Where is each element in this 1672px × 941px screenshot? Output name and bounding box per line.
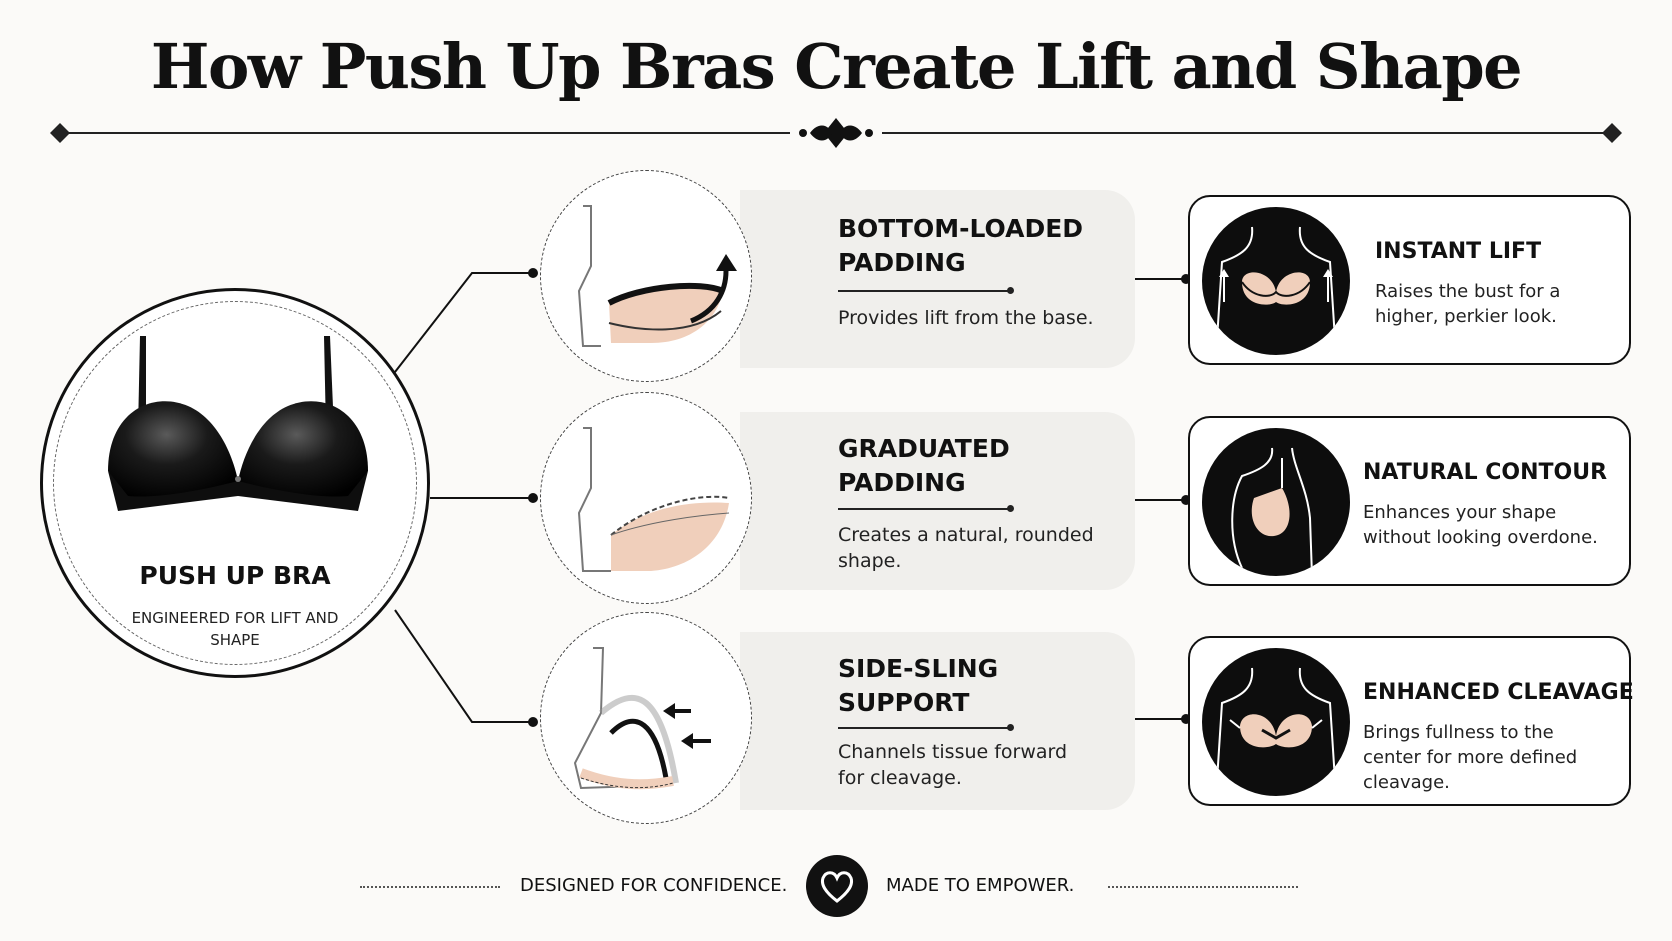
feature-rule bbox=[838, 505, 1014, 512]
benefit-desc-instant-lift: Raises the bust for a higher, perkier lo… bbox=[1375, 281, 1561, 327]
benefit-connectors bbox=[1135, 278, 1188, 720]
footer-dotted-rule-left bbox=[360, 886, 500, 888]
product-circle-inner-ring bbox=[53, 301, 417, 665]
feature-circle-bottom-loaded bbox=[540, 170, 752, 382]
feature-title-side-sling: SIDE-SLING SUPPORT bbox=[838, 654, 999, 717]
feature-rule bbox=[838, 724, 1014, 731]
padding-diagram-icon bbox=[577, 205, 737, 347]
torso-icon bbox=[1202, 207, 1350, 355]
page-title: How Push Up Bras Create Lift and Shape bbox=[150, 30, 1523, 103]
feature-panel-bottom-loaded bbox=[740, 190, 1135, 368]
feature-title-bottom-loaded: BOTTOM-LOADED PADDING bbox=[838, 214, 1084, 277]
benefit-title-enhanced-cleavage: ENHANCED CLEAVAGE bbox=[1363, 680, 1634, 705]
benefit-card-instant-lift: INSTANT LIFT Raises the bust for a highe… bbox=[1188, 195, 1631, 365]
bra-product-icon bbox=[108, 336, 368, 511]
feature-desc-graduated: Creates a natural, rounded shape. bbox=[838, 524, 1094, 572]
product-subtitle: ENGINEERED FOR LIFT AND SHAPE bbox=[131, 609, 339, 649]
product-connectors bbox=[394, 272, 533, 723]
benefit-title-instant-lift: INSTANT LIFT bbox=[1375, 239, 1542, 264]
benefit-card-enhanced-cleavage: ENHANCED CLEAVAGE Brings fullness to the… bbox=[1188, 636, 1634, 806]
torso-icon bbox=[1202, 648, 1350, 796]
padding-diagram-icon bbox=[577, 427, 730, 572]
ornament-divider-icon bbox=[50, 118, 1622, 148]
benefit-title-natural-contour: NATURAL CONTOUR bbox=[1363, 460, 1608, 485]
benefit-card-natural-contour: NATURAL CONTOUR Enhances your shape with… bbox=[1188, 416, 1631, 586]
product-circle: PUSH UP BRA ENGINEERED FOR LIFT AND SHAP… bbox=[40, 288, 430, 678]
footer-tagline-right: MADE TO EMPOWER. bbox=[886, 875, 1075, 896]
feature-panel-graduated bbox=[740, 412, 1135, 590]
torso-icon bbox=[1202, 428, 1350, 576]
padding-diagram-icon bbox=[573, 647, 711, 790]
benefit-desc-natural-contour: Enhances your shape without looking over… bbox=[1363, 502, 1598, 548]
feature-circle-side-sling bbox=[540, 612, 752, 824]
push-arrow-icon bbox=[663, 703, 711, 749]
feature-rule bbox=[838, 287, 1014, 294]
benefit-desc-enhanced-cleavage: Brings fullness to the center for more d… bbox=[1363, 722, 1578, 793]
feature-title-graduated: GRADUATED PADDING bbox=[838, 434, 1010, 497]
feature-desc-side-sling: Channels tissue forward for cleavage. bbox=[838, 741, 1068, 789]
product-title: PUSH UP BRA bbox=[139, 561, 331, 590]
feature-circle-graduated bbox=[540, 392, 752, 604]
feature-panel-side-sling bbox=[740, 632, 1135, 810]
feature-desc-bottom-loaded: Provides lift from the base. bbox=[838, 307, 1094, 329]
heart-icon bbox=[806, 855, 868, 917]
footer-tagline-left: DESIGNED FOR CONFIDENCE. bbox=[520, 875, 788, 896]
lift-arrow-icon bbox=[690, 270, 729, 324]
footer-dotted-rule-right bbox=[1108, 886, 1298, 888]
